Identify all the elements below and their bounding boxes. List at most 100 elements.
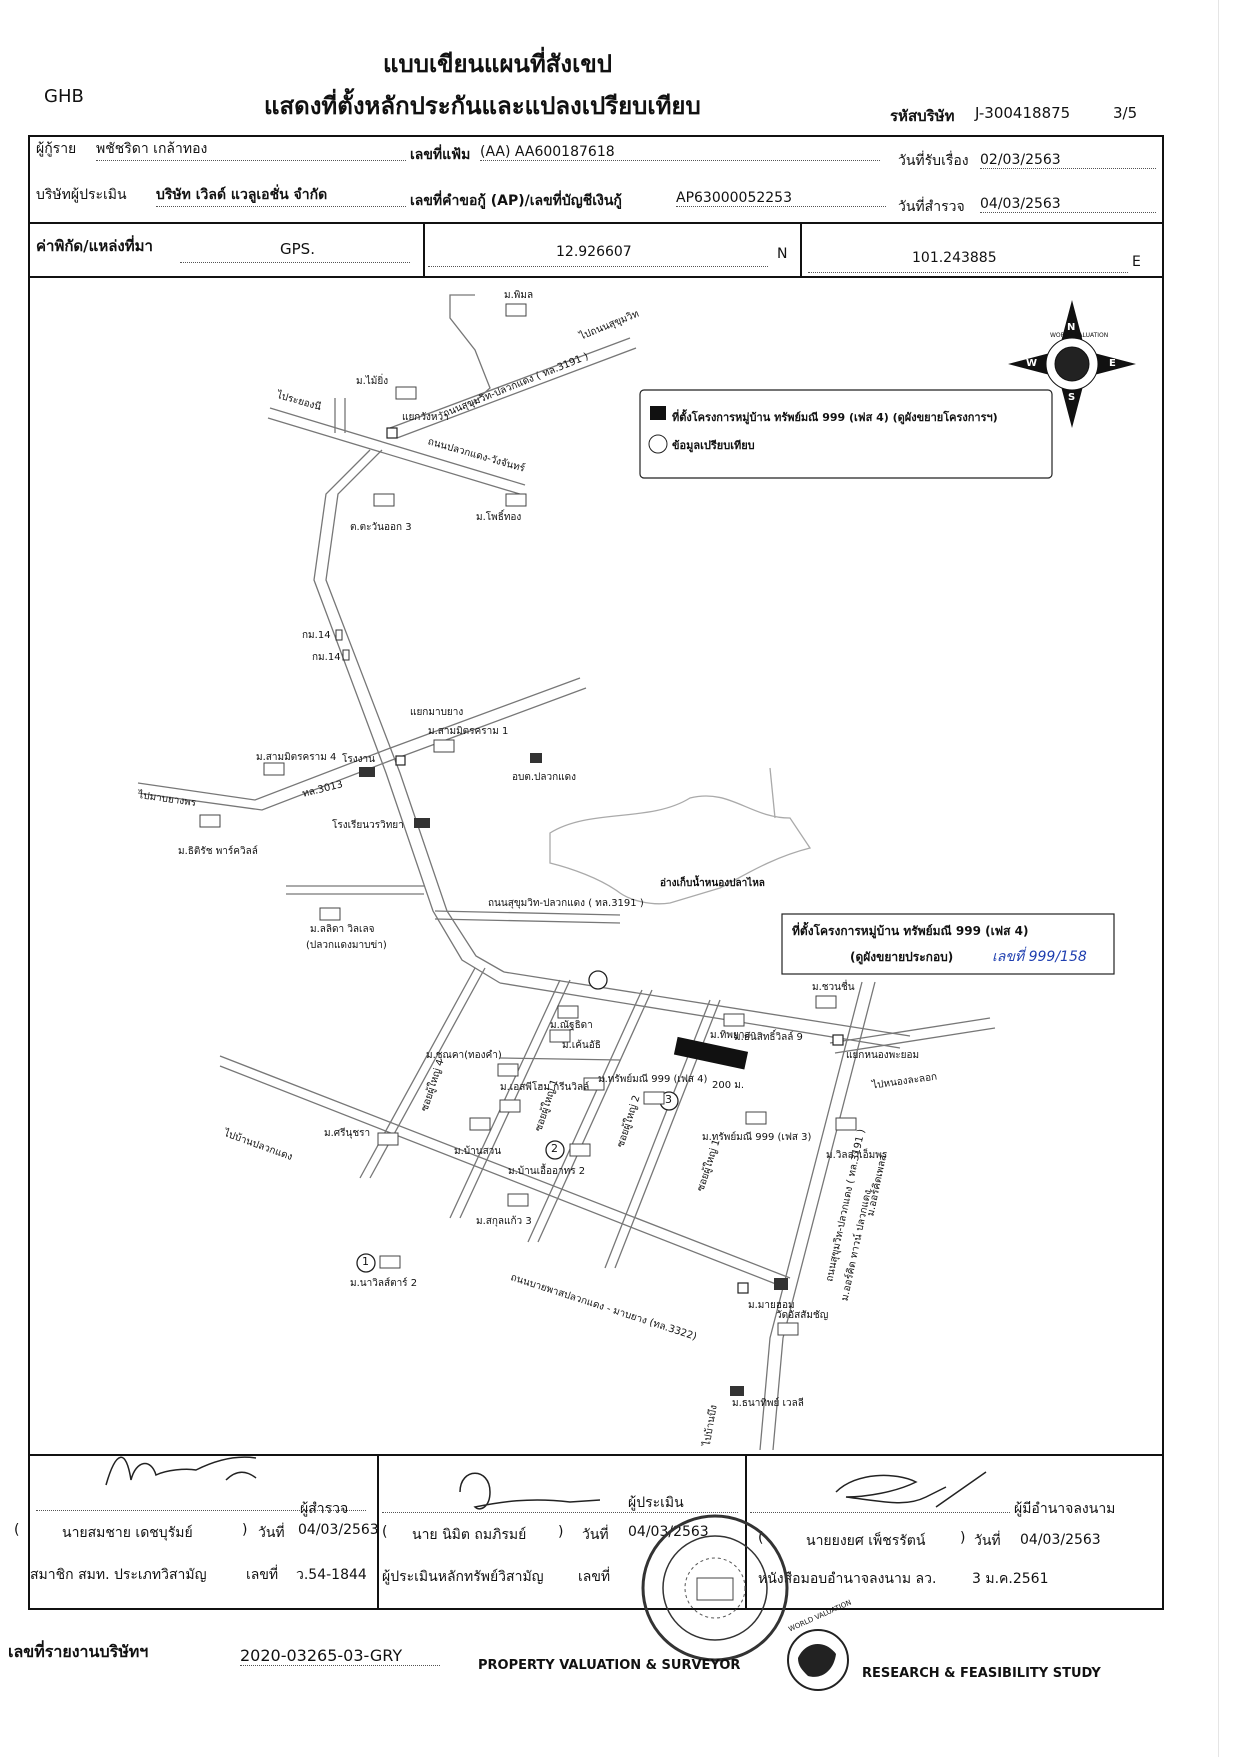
map-label: (ปลวกแดงมาบข่า) bbox=[306, 940, 387, 951]
map-label: ม.สามมิตรคราม 4 bbox=[256, 752, 337, 763]
soi-2 bbox=[449, 979, 561, 1219]
compass-e: E bbox=[1109, 358, 1116, 369]
house-icon bbox=[643, 1091, 665, 1105]
latitude-line bbox=[428, 266, 768, 267]
divider-map-bottom bbox=[28, 1454, 1164, 1456]
callout-handwritten: เลขที่ 999/158 bbox=[992, 949, 1087, 965]
appraiser-company-label: บริษัทผู้ประเมิน bbox=[36, 187, 127, 203]
coords-label: ค่าพิกัด/แหล่งที่มา bbox=[36, 237, 153, 255]
signer-sign-line bbox=[750, 1512, 1010, 1513]
company-code-label: รหัสบริษัท bbox=[890, 107, 955, 125]
appraiser-title: ผู้ประเมินหลักทรัพย์วิสามัญ bbox=[382, 1569, 544, 1585]
appraiser-open-paren: ( bbox=[382, 1524, 388, 1540]
map-label: ม.ธนาทิพย์ เวลลี bbox=[732, 1398, 804, 1409]
house-icon bbox=[469, 1117, 491, 1131]
world-valuation-logo bbox=[787, 1629, 849, 1691]
surveyor-no: ว.54-1844 bbox=[296, 1567, 367, 1583]
map-label: โรงงาน bbox=[342, 754, 375, 765]
signer-auth-date: 3 ม.ค.2561 bbox=[972, 1571, 1049, 1587]
map-label: ม.ทิพยาสา bbox=[710, 1030, 757, 1041]
surveyor-name: นายสมชาย เดชบุรัมย์ bbox=[62, 1525, 193, 1541]
signer-role: ผู้มีอำนาจลงนาม bbox=[1014, 1501, 1116, 1517]
survey-label: วันที่สำรวจ bbox=[898, 199, 965, 215]
house-icon bbox=[505, 493, 527, 507]
divider-coords-1 bbox=[423, 222, 425, 276]
divider-coords-bottom bbox=[28, 276, 1164, 278]
house-icon bbox=[263, 762, 285, 776]
map-label: ม.ทรัพย์มณี 999 (เฟส 3) bbox=[702, 1132, 812, 1143]
traffic-light-4 bbox=[737, 1282, 749, 1294]
callout-line1: ที่ตั้งโครงการหมู่บ้าน ทรัพย์มณี 999 (เฟ… bbox=[792, 924, 1029, 938]
map-label: โรงเรียนวรวิทยา bbox=[332, 820, 404, 831]
map-label: ม.บ้านสวน bbox=[454, 1146, 502, 1157]
coords-source-line bbox=[180, 262, 410, 263]
road-3013-b bbox=[137, 687, 587, 811]
appraiser-sign-line bbox=[382, 1512, 738, 1513]
divider-coords-2 bbox=[800, 222, 802, 276]
latitude-value: 12.926607 bbox=[556, 244, 632, 260]
received-date: 02/03/2563 bbox=[980, 152, 1156, 169]
signer-open-paren: ( bbox=[758, 1530, 764, 1546]
traffic-light-1 bbox=[386, 427, 398, 439]
appraiser-company-value: บริษัท เวิลด์ แวลูเอชั่น จำกัด bbox=[156, 184, 406, 207]
surveyor-date-label: วันที่ bbox=[258, 1525, 285, 1541]
traffic-light-2 bbox=[395, 755, 406, 766]
house-icon bbox=[835, 1117, 857, 1131]
divider-sign-1 bbox=[377, 1454, 379, 1610]
road-3013-a bbox=[137, 677, 581, 801]
callout-line2: (ดูผังขยายประกอบ) bbox=[850, 950, 954, 964]
report-label: เลขที่รายงานบริษัทฯ bbox=[8, 1642, 149, 1661]
soi-2b bbox=[459, 979, 571, 1219]
road-nong-lalok-a bbox=[829, 1017, 991, 1044]
borrower-label: ผู้กู้ราย bbox=[36, 141, 77, 157]
legend-subject-text: ที่ตั้งโครงการหมู่บ้าน ทรัพย์มณี 999 (เฟ… bbox=[672, 411, 998, 424]
map-label: อบต.ปลวกแดง bbox=[512, 772, 576, 783]
compass-brand: WORLD VALUATION bbox=[1050, 332, 1109, 339]
map-label: ม.เค้นอัธิ bbox=[562, 1040, 601, 1051]
house-icon bbox=[505, 303, 527, 317]
map-label: ม.โพธิ์ทอง bbox=[476, 512, 522, 523]
compare-marker-label-2: 2 bbox=[551, 1142, 558, 1155]
scan-edge-line bbox=[1218, 0, 1219, 1757]
file-label: เลขที่แฟ้ม bbox=[410, 147, 471, 163]
legend-compare-text: ข้อมูลเปรียบเทียบ bbox=[672, 439, 755, 452]
appraiser-role: ผู้ประเมิน bbox=[628, 1495, 684, 1511]
legend-compare-swatch bbox=[648, 434, 668, 454]
signer-close-paren: ) bbox=[960, 1530, 966, 1546]
surveyor-open-paren: ( bbox=[14, 1522, 20, 1538]
school-building-icon bbox=[414, 818, 430, 828]
request-label: เลขที่คำขอกู้ (AP)/เลขที่บัญชีเงินกู้ bbox=[410, 193, 622, 209]
house-icon bbox=[377, 1132, 399, 1146]
map-label: ม.ณัฐธิดา bbox=[550, 1020, 593, 1031]
page-title-line2: แสดงที่ตั้งหลักประกันและแปลงเปรียบเทียบ bbox=[264, 92, 701, 120]
house-icon bbox=[395, 386, 417, 400]
appraiser-name: นาย นิมิต ถมภิรมย์ bbox=[412, 1527, 527, 1543]
form-frame bbox=[28, 135, 1164, 1610]
map-label: ม.ทรัพย์มณี 999 (เฟส 4) bbox=[598, 1074, 708, 1085]
location-map: ม.พิมล ไปถนนสุขุมวิท ม.ไม้ยิ่ง ถนนสุขุมว… bbox=[30, 278, 1162, 1454]
page-number: 3/5 bbox=[1113, 104, 1138, 122]
soi-horizontal bbox=[499, 1057, 621, 1061]
legend-subject-swatch bbox=[650, 406, 666, 420]
house-icon bbox=[319, 907, 341, 921]
house-icon bbox=[557, 1005, 579, 1019]
factory-building-icon bbox=[359, 767, 375, 777]
house-icon bbox=[379, 1255, 401, 1269]
road-nong-lalok-b bbox=[834, 1027, 996, 1054]
road-main-east-b bbox=[503, 971, 911, 1037]
map-label: ม.สกุลแก้ว 3 bbox=[476, 1216, 532, 1227]
map-label: แยกมาบยาง bbox=[410, 707, 464, 718]
road-sukhumvit-lower-a bbox=[434, 910, 621, 916]
compass-rose bbox=[1008, 300, 1136, 428]
map-label: ม.เอสพีโฮม กรีนวิลล์ bbox=[500, 1082, 590, 1093]
signer-name: นายยงยศ เพ็ชรรัตน์ bbox=[806, 1533, 926, 1549]
house-icon bbox=[815, 995, 837, 1009]
road-top-left bbox=[449, 294, 491, 407]
map-label: ต.ตะวันออก 3 bbox=[350, 522, 412, 533]
road-cross-b bbox=[267, 417, 524, 496]
road-bypass-b bbox=[219, 1065, 787, 1289]
market-building-icon bbox=[730, 1386, 744, 1396]
map-label: ถนนสุขุมวิท-ปลวกแดง ( ทล.3191 ) bbox=[488, 898, 644, 909]
house-icon bbox=[723, 1013, 745, 1027]
map-label: ม.บ้านเอื้ออาทร 2 bbox=[508, 1166, 586, 1177]
